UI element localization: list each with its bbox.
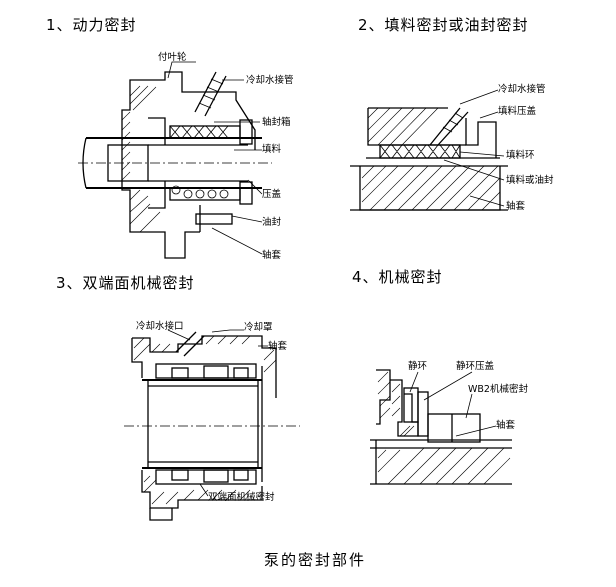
label-impeller: 付叶轮 bbox=[158, 51, 187, 63]
label-lantern-ring: 填料环 bbox=[506, 149, 535, 161]
section-3-double-mechanical-seal: 3、双端面机械密封 bbox=[56, 274, 300, 521]
label-double-mech-seal: 双端面机械密封 bbox=[208, 491, 275, 503]
label-cooling-cover: 冷却罩 bbox=[244, 321, 273, 333]
double-seal-drawing bbox=[124, 331, 300, 521]
label-sleeve-2: 轴套 bbox=[506, 200, 526, 212]
label-stationary-gland: 静环压盖 bbox=[456, 360, 495, 372]
section-2-title: 2、填料密封或油封密封 bbox=[358, 16, 529, 34]
mechanical-seal-drawing bbox=[370, 369, 512, 485]
section-4-title: 4、机械密封 bbox=[352, 268, 443, 286]
label-sleeve-4: 轴套 bbox=[496, 419, 516, 431]
label-gland: 压盖 bbox=[262, 188, 282, 200]
figure-caption: 泵的密封部件 bbox=[264, 551, 366, 569]
section-1-dynamic-seal: 1、动力密封 bbox=[46, 16, 294, 261]
label-stationary-ring: 静环 bbox=[408, 360, 427, 372]
label-sleeve-3: 轴套 bbox=[268, 340, 288, 352]
label-oil-seal: 油封 bbox=[262, 216, 282, 228]
dynamic-seal-drawing bbox=[78, 71, 272, 259]
label-packing: 填料 bbox=[262, 143, 282, 155]
label-packing-or-oil-seal: 填料或油封 bbox=[506, 174, 554, 186]
section-1-title: 1、动力密封 bbox=[46, 16, 137, 34]
label-cooling-pipe: 冷却水接管 bbox=[246, 74, 294, 86]
section-4-mechanical-seal: 4、机械密封 静环 静环压盖 WB2机械密封 轴套 bbox=[352, 268, 528, 485]
packing-seal-drawing bbox=[350, 107, 508, 211]
label-sleeve: 轴套 bbox=[262, 249, 282, 261]
label-packing-gland: 填料压盖 bbox=[498, 105, 537, 117]
label-cooling-pipe-2: 冷却水接管 bbox=[498, 83, 546, 95]
label-wb2-seal: WB2机械密封 bbox=[468, 383, 528, 395]
section-2-packing-seal: 2、填料密封或油封密封 冷却水接管 填料压 bbox=[350, 16, 554, 212]
label-cooling-inlet: 冷却水接口 bbox=[136, 320, 184, 332]
label-seal-box: 轴封箱 bbox=[262, 116, 291, 128]
section-3-title: 3、双端面机械密封 bbox=[56, 274, 195, 292]
